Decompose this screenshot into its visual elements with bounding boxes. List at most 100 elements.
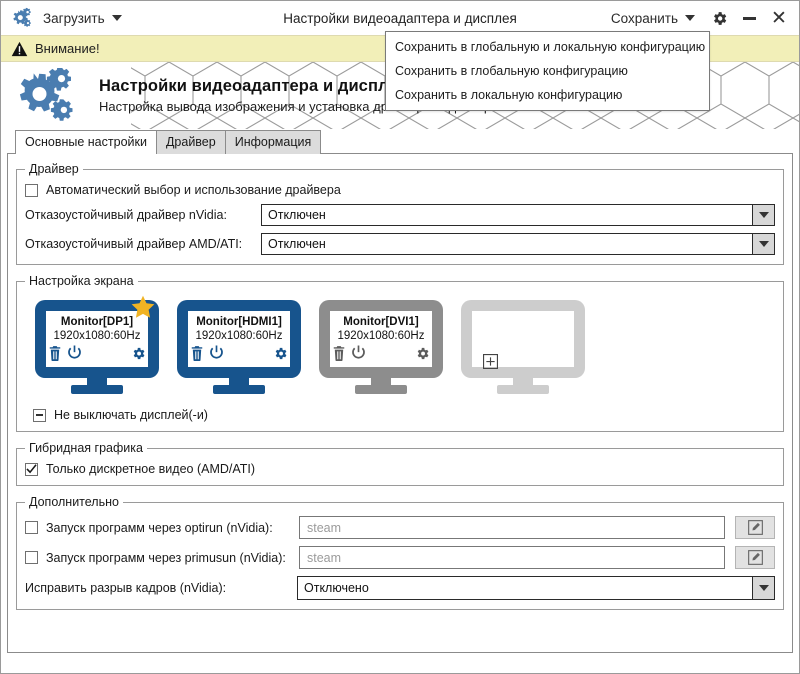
optirun-label: Запуск программ через optirun (nVidia): xyxy=(46,520,273,535)
tearfree-row: Исправить разрыв кадров (nVidia): Отключ… xyxy=(25,576,775,600)
monitor-info: Monitor[DVI1] 1920x1080:60Hz xyxy=(330,312,432,376)
screen-group: Настройка экрана Monitor[DP1] xyxy=(16,274,784,432)
monitor-resolution: 1920x1080:60Hz xyxy=(53,330,141,342)
checkmark-icon xyxy=(26,464,37,474)
monitor-card[interactable]: Monitor[DVI1] 1920x1080:60Hz xyxy=(317,298,445,394)
tearfree-select[interactable]: Отключено xyxy=(297,576,775,600)
discrete-video-label: Только дискретное видео (AMD/ATI) xyxy=(46,462,256,476)
chevron-down-icon xyxy=(685,15,695,21)
tab-information[interactable]: Информация xyxy=(224,130,322,154)
monitor-card[interactable]: Monitor[DP1] 1920x1080:60Hz xyxy=(33,295,161,394)
monitor-shape-icon xyxy=(35,300,159,394)
primusun-input[interactable]: steam xyxy=(299,546,725,569)
trash-icon[interactable] xyxy=(48,345,62,366)
amd-driver-value: Отключен xyxy=(268,237,326,251)
monitor-name: Monitor[DP1] xyxy=(60,316,134,328)
optirun-checkbox[interactable] xyxy=(25,521,38,534)
monitor-info: Monitor[HDMI1] 1920x1080:60Hz xyxy=(188,312,290,376)
warning-triangle-icon xyxy=(11,41,28,56)
nvidia-driver-value: Отключен xyxy=(268,208,326,222)
nvidia-driver-select[interactable]: Отключен xyxy=(261,204,775,226)
extra-group: Дополнительно Запуск программ через opti… xyxy=(16,495,784,610)
chevron-down-icon[interactable] xyxy=(752,234,774,254)
monitor-shape-icon xyxy=(319,300,443,394)
monitor-shape-icon xyxy=(461,300,585,394)
monitor-name: Monitor[DVI1] xyxy=(343,316,419,328)
primusun-row: Запуск программ через primusun (nVidia):… xyxy=(25,546,775,569)
hero-gears-icon xyxy=(15,67,85,125)
menu-item-save-local[interactable]: Сохранить в локальную конфигурацию xyxy=(395,88,623,102)
primusun-edit-button[interactable] xyxy=(735,546,775,569)
monitor-shape-icon xyxy=(177,300,301,394)
nvidia-driver-label: Отказоустойчивый драйвер nVidia: xyxy=(25,208,227,222)
power-icon[interactable] xyxy=(67,345,82,366)
optirun-input[interactable]: steam xyxy=(299,516,725,539)
keep-display-on-label: Не выключать дисплей(-и) xyxy=(54,408,208,422)
monitor-info: Monitor[DP1] 1920x1080:60Hz xyxy=(46,312,148,376)
trash-icon[interactable] xyxy=(332,345,346,366)
settings-pane: Драйвер Автоматический выбор и использов… xyxy=(7,153,793,653)
nvidia-driver-row: Отказоустойчивый драйвер nVidia: Отключе… xyxy=(25,204,775,226)
keep-display-on-checkbox[interactable] xyxy=(33,408,46,422)
discrete-video-checkbox[interactable] xyxy=(25,462,38,476)
save-button[interactable]: Сохранить xyxy=(603,8,703,29)
app-logo-gears-icon xyxy=(9,5,35,31)
tearfree-label: Исправить разрыв кадров (nVidia): xyxy=(25,581,227,595)
gear-icon[interactable] xyxy=(131,346,146,366)
amd-driver-label: Отказоустойчивый драйвер AMD/ATI: xyxy=(25,237,243,251)
pencil-square-icon xyxy=(747,550,763,565)
hybrid-graphics-legend: Гибридная графика xyxy=(29,441,143,455)
minimize-icon xyxy=(742,16,756,20)
hybrid-graphics-group: Гибридная графика Только дискретное виде… xyxy=(16,441,784,486)
chevron-down-icon[interactable] xyxy=(752,205,774,225)
plus-box-icon[interactable] xyxy=(483,354,499,374)
optirun-edit-button[interactable] xyxy=(735,516,775,539)
tab-driver[interactable]: Драйвер xyxy=(155,130,226,154)
trash-icon[interactable] xyxy=(190,345,204,366)
monitor-card[interactable]: Monitor[HDMI1] 1920x1080:60Hz xyxy=(175,298,303,394)
power-icon[interactable] xyxy=(351,345,366,366)
screen-group-legend: Настройка экрана xyxy=(29,274,134,288)
close-button[interactable]: ✕ xyxy=(765,4,793,32)
settings-gear-icon[interactable] xyxy=(705,4,733,32)
primusun-checkbox[interactable] xyxy=(25,551,38,564)
tearfree-value: Отключено xyxy=(304,581,369,595)
load-button-label: Загрузить xyxy=(43,10,105,26)
monitor-name: Monitor[HDMI1] xyxy=(196,316,282,328)
amd-driver-row: Отказоустойчивый драйвер AMD/ATI: Отключ… xyxy=(25,233,775,255)
minimize-button[interactable] xyxy=(735,4,763,32)
auto-driver-checkbox[interactable] xyxy=(25,183,38,197)
chevron-down-icon xyxy=(111,15,122,21)
monitor-resolution: 1920x1080:60Hz xyxy=(337,330,425,342)
load-button[interactable]: Загрузить xyxy=(35,8,130,29)
auto-driver-label: Автоматический выбор и использование дра… xyxy=(46,183,341,197)
discrete-video-row[interactable]: Только дискретное видео (AMD/ATI) xyxy=(25,462,775,476)
optirun-row: Запуск программ через optirun (nVidia): … xyxy=(25,516,775,539)
monitor-list: Monitor[DP1] 1920x1080:60Hz xyxy=(25,292,775,396)
save-button-label: Сохранить xyxy=(610,10,678,26)
monitor-add-card[interactable] xyxy=(459,298,587,394)
auto-driver-row[interactable]: Автоматический выбор и использование дра… xyxy=(25,183,775,197)
primary-star-icon xyxy=(129,294,157,326)
monitor-resolution: 1920x1080:60Hz xyxy=(195,330,283,342)
keep-display-on-row[interactable]: Не выключать дисплей(-и) xyxy=(33,408,775,422)
driver-group-legend: Драйвер xyxy=(29,162,79,176)
tab-bar: Основные настройки Драйвер Информация xyxy=(1,129,799,154)
menu-item-save-global[interactable]: Сохранить в глобальную конфигурацию xyxy=(395,64,628,78)
warning-text: Внимание! xyxy=(35,41,100,56)
extra-group-legend: Дополнительно xyxy=(29,495,119,509)
primusun-label: Запуск программ через primusun (nVidia): xyxy=(46,550,286,565)
power-icon[interactable] xyxy=(209,345,224,366)
title-bar: Загрузить Настройки видеоадаптера и дисп… xyxy=(1,1,799,35)
save-dropdown-menu[interactable]: Сохранить в глобальную и локальную конфи… xyxy=(385,31,710,111)
pencil-square-icon xyxy=(747,520,763,535)
gear-icon[interactable] xyxy=(273,346,288,366)
chevron-down-icon[interactable] xyxy=(752,577,774,599)
gear-icon[interactable] xyxy=(415,346,430,366)
menu-item-save-global-local[interactable]: Сохранить в глобальную и локальную конфи… xyxy=(395,40,706,54)
hero-title: Настройки видеоадаптера и дисплея xyxy=(99,77,408,95)
amd-driver-select[interactable]: Отключен xyxy=(261,233,775,255)
close-icon: ✕ xyxy=(771,6,787,29)
tab-main-settings[interactable]: Основные настройки xyxy=(15,130,157,154)
